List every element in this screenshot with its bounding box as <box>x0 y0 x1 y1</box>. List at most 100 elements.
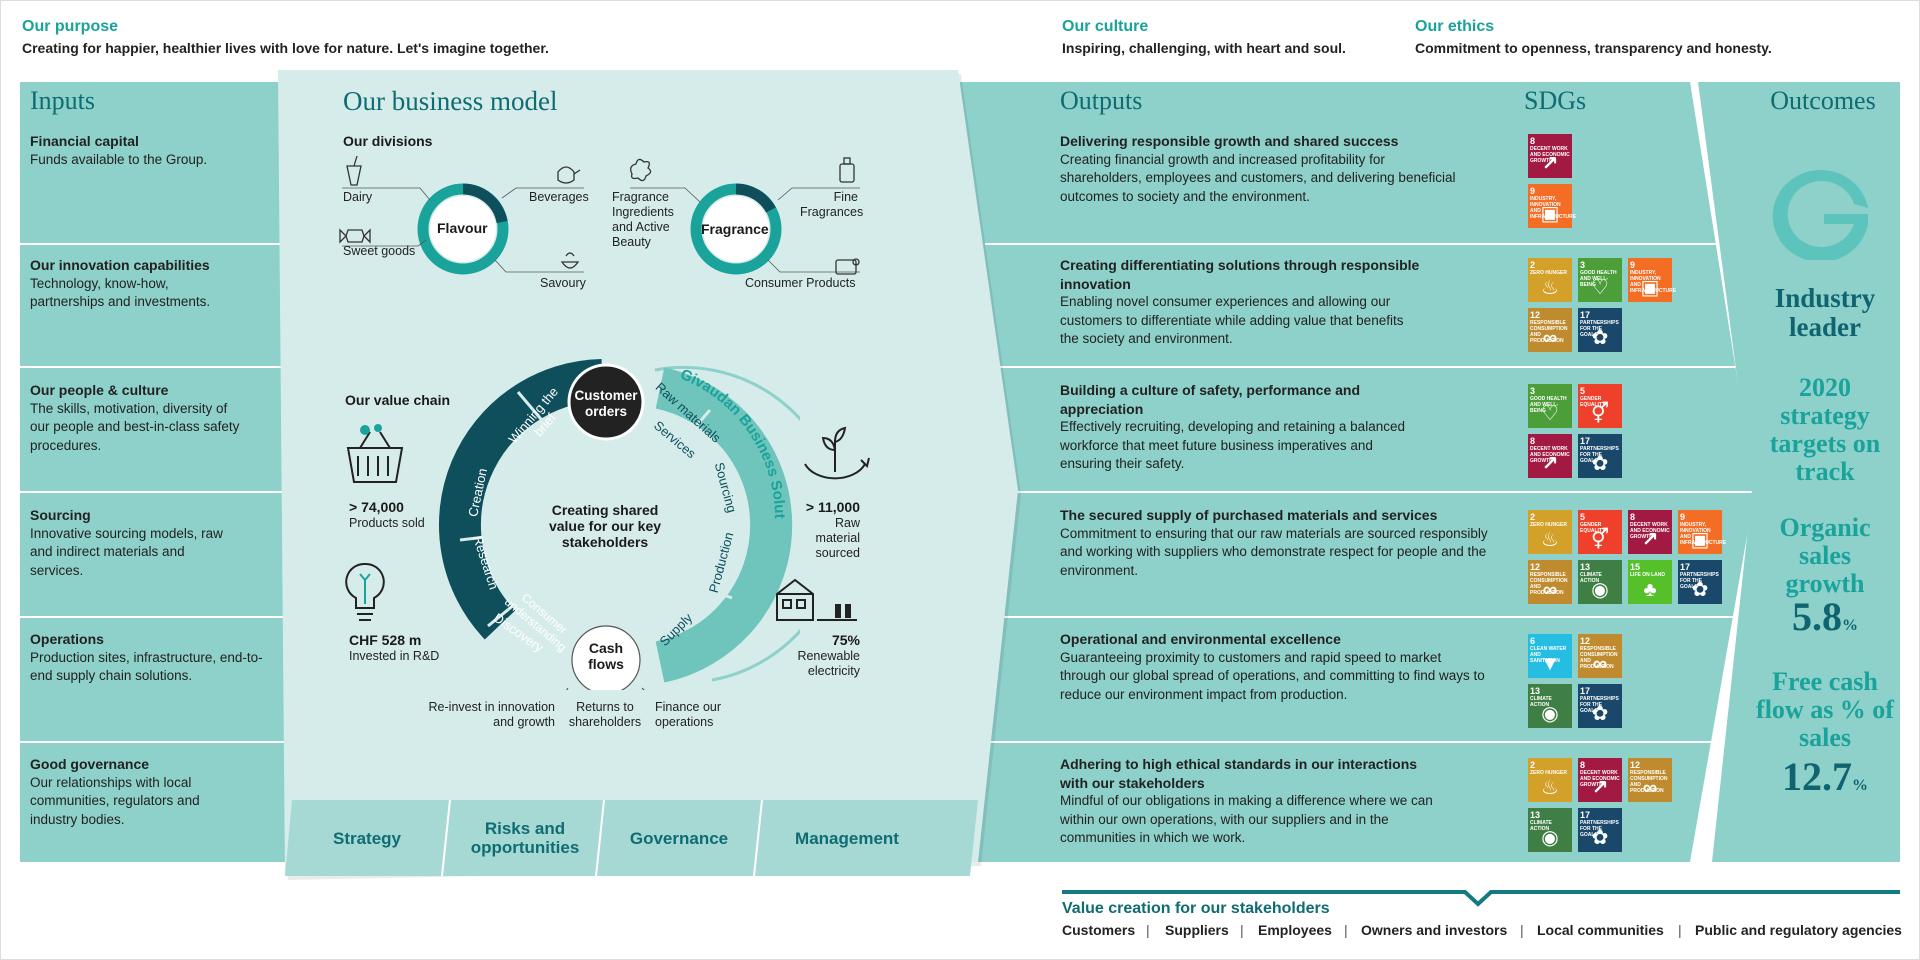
stakeholder-communities: Local communities <box>1537 922 1664 938</box>
value-chain-diagram: Givaudan Business Solutions <box>420 350 800 690</box>
segment-savoury: Savoury <box>540 276 586 290</box>
lightbulb-icon <box>345 562 385 621</box>
outcome-industry-leader: Industry leader <box>1774 283 1876 342</box>
cash-use-reinvest: Re-invest in innovation and growth <box>428 700 555 729</box>
separator: | <box>1344 922 1348 938</box>
cash-flows-label: Cash flows <box>588 640 624 672</box>
sdg-17-icon: 17 PARTNERSHIPS FOR THE GOALS✿ <box>1578 308 1622 352</box>
ethics-text: Commitment to openness, transparency and… <box>1415 40 1772 56</box>
sdg-12-icon: 12 RESPONSIBLE CONSUMPTION AND PRODUCTIO… <box>1578 634 1622 678</box>
stakeholders-title: Value creation for our stakeholders <box>1062 900 1330 917</box>
business-model-title: Our business model <box>343 86 558 116</box>
sdg-2-icon: 2 ZERO HUNGER♨ <box>1528 258 1572 302</box>
plant-icon <box>804 426 870 480</box>
sdg-9-icon: 9 INDUSTRY, INNOVATION AND INFRASTRUCTUR… <box>1678 510 1726 554</box>
sdg-8-icon: 8 DECENT WORK AND ECONOMIC GROWTH↗ <box>1528 134 1572 178</box>
segment-sweet-goods: Sweet goods <box>343 244 416 258</box>
tab-strategy[interactable]: Strategy <box>332 828 402 848</box>
cash-use-finance: Finance our operations <box>655 700 722 729</box>
segment-dairy: Dairy <box>343 190 373 204</box>
output-item: The secured supply of purchased material… <box>1060 507 1488 578</box>
stat-raw-value: > 11,000 <box>805 499 860 515</box>
output-item: Operational and environmental excellence… <box>1060 631 1485 702</box>
separator: | <box>1240 922 1244 938</box>
stat-products-label: Products sold <box>349 516 425 530</box>
value-chain-title: Our value chain <box>345 392 451 408</box>
sdg-12-icon: 12 RESPONSIBLE CONSUMPTION AND PRODUCTIO… <box>1528 560 1572 604</box>
stat-rd-label: Invested in R&D <box>349 649 440 663</box>
sdg-13-icon: 13 CLIMATE ACTION◉ <box>1578 560 1622 604</box>
givaudan-logo-icon <box>1772 170 1868 260</box>
segment-consumer-products: Consumer Products <box>745 276 856 290</box>
sdg-8-icon: 8 DECENT WORK AND ECONOMIC GROWTH↗ <box>1528 434 1572 478</box>
sdg-13-icon: 13 CLIMATE ACTION◉ <box>1528 808 1572 852</box>
output-item: Creating differentiating solutions throu… <box>1060 257 1420 346</box>
tab-governance[interactable]: Governance <box>629 828 729 848</box>
tab-management[interactable]: Management <box>795 828 899 848</box>
ethics-title: Our ethics <box>1415 18 1495 35</box>
sdg-5-icon: 5 GENDER EQUALITY⚥ <box>1578 510 1622 554</box>
sdg-2-icon: 2 ZERO HUNGER♨ <box>1528 510 1572 554</box>
separator: | <box>1146 922 1150 938</box>
sdgs-title: SDGs <box>1524 86 1587 115</box>
sdg-5-icon: 5 GENDER EQUALITY⚥ <box>1578 384 1622 428</box>
fragrance-label: Fragrance <box>701 221 769 237</box>
customer-orders-label: Customer orders <box>574 388 638 419</box>
sdg-9-icon: 9 INDUSTRY, INNOVATION AND INFRASTRUCTUR… <box>1628 258 1676 302</box>
cash-use-returns: Returns to shareholders <box>568 700 642 729</box>
segment-beverages: Beverages <box>529 190 589 204</box>
sdg-12-icon: 12 RESPONSIBLE CONSUMPTION AND PRODUCTIO… <box>1628 758 1672 802</box>
stakeholder-customers: Customers <box>1062 922 1136 938</box>
sdg-8-icon: 8 DECENT WORK AND ECONOMIC GROWTH↗ <box>1578 758 1622 802</box>
stat-renewable-value: 75% <box>831 632 860 648</box>
sdg-3-icon: 3 GOOD HEALTH AND WELL-BEING♡ <box>1578 258 1622 302</box>
outcome-fcf-label: Free cash flow as % of sales <box>1756 667 1894 752</box>
sdg-15-icon: 15 LIFE ON LAND♣ <box>1628 560 1672 604</box>
output-item: Building a culture of safety, performanc… <box>1060 382 1405 471</box>
flavour-label: Flavour <box>437 220 488 236</box>
purpose-text: Creating for happier, healthier lives wi… <box>22 40 549 56</box>
inputs-title: Inputs <box>30 86 95 115</box>
outcome-fcf-value: 12.7% <box>1782 754 1868 799</box>
sdg-17-icon: 17 PARTNERSHIPS FOR THE GOALS✿ <box>1678 560 1722 604</box>
outcomes-title: Outcomes <box>1770 86 1876 115</box>
segment-fine-fragrances: Fine Fragrances <box>800 190 864 219</box>
sdg-13-icon: 13 CLIMATE ACTION◉ <box>1528 684 1572 728</box>
sdg-17-icon: 17 PARTNERSHIPS FOR THE GOALS✿ <box>1578 434 1622 478</box>
outcome-strategy: 2020 strategy targets on track <box>1769 373 1881 486</box>
stat-rd-value: CHF 528 m <box>349 632 422 648</box>
sdg-8-icon: 8 DECENT WORK AND ECONOMIC GROWTH↗ <box>1628 510 1672 554</box>
separator: | <box>1520 922 1524 938</box>
divisions-diagram <box>339 155 860 275</box>
sdg-9-icon: 9 INDUSTRY, INNOVATION AND INFRASTRUCTUR… <box>1528 184 1576 228</box>
sdg-17-icon: 17 PARTNERSHIPS FOR THE GOALS✿ <box>1578 684 1622 728</box>
culture-title: Our culture <box>1062 18 1149 35</box>
stakeholder-employees: Employees <box>1258 922 1332 938</box>
outcome-organic-value: 5.8% <box>1792 594 1858 639</box>
culture-text: Inspiring, challenging, with heart and s… <box>1062 40 1346 56</box>
tab-risks-opportunities[interactable]: Risks and opportunities <box>470 819 580 857</box>
sdg-6-icon: 6 CLEAN WATER AND SANITATION▼ <box>1528 634 1572 678</box>
stat-renewable-label: Renewable electricity <box>797 649 860 678</box>
outcome-organic-label: Organic sales growth <box>1779 513 1871 598</box>
stakeholder-public: Public and regulatory agencies <box>1695 922 1902 938</box>
sdg-17-icon: 17 PARTNERSHIPS FOR THE GOALS✿ <box>1578 808 1622 852</box>
stat-raw-label: Raw material sourced <box>815 516 860 560</box>
sdg-2-icon: 2 ZERO HUNGER♨ <box>1528 758 1572 802</box>
stakeholder-owners: Owners and investors <box>1361 922 1508 938</box>
stat-products-value: > 74,000 <box>349 499 404 515</box>
divisions-title: Our divisions <box>343 133 433 149</box>
outputs-title: Outputs <box>1060 86 1143 115</box>
purpose-title: Our purpose <box>22 18 119 35</box>
output-item: Adhering to high ethical standards in ou… <box>1060 756 1433 845</box>
stakeholder-suppliers: Suppliers <box>1165 922 1229 938</box>
output-item: Delivering responsible growth and shared… <box>1060 133 1456 204</box>
sdg-3-icon: 3 GOOD HEALTH AND WELL-BEING♡ <box>1528 384 1572 428</box>
